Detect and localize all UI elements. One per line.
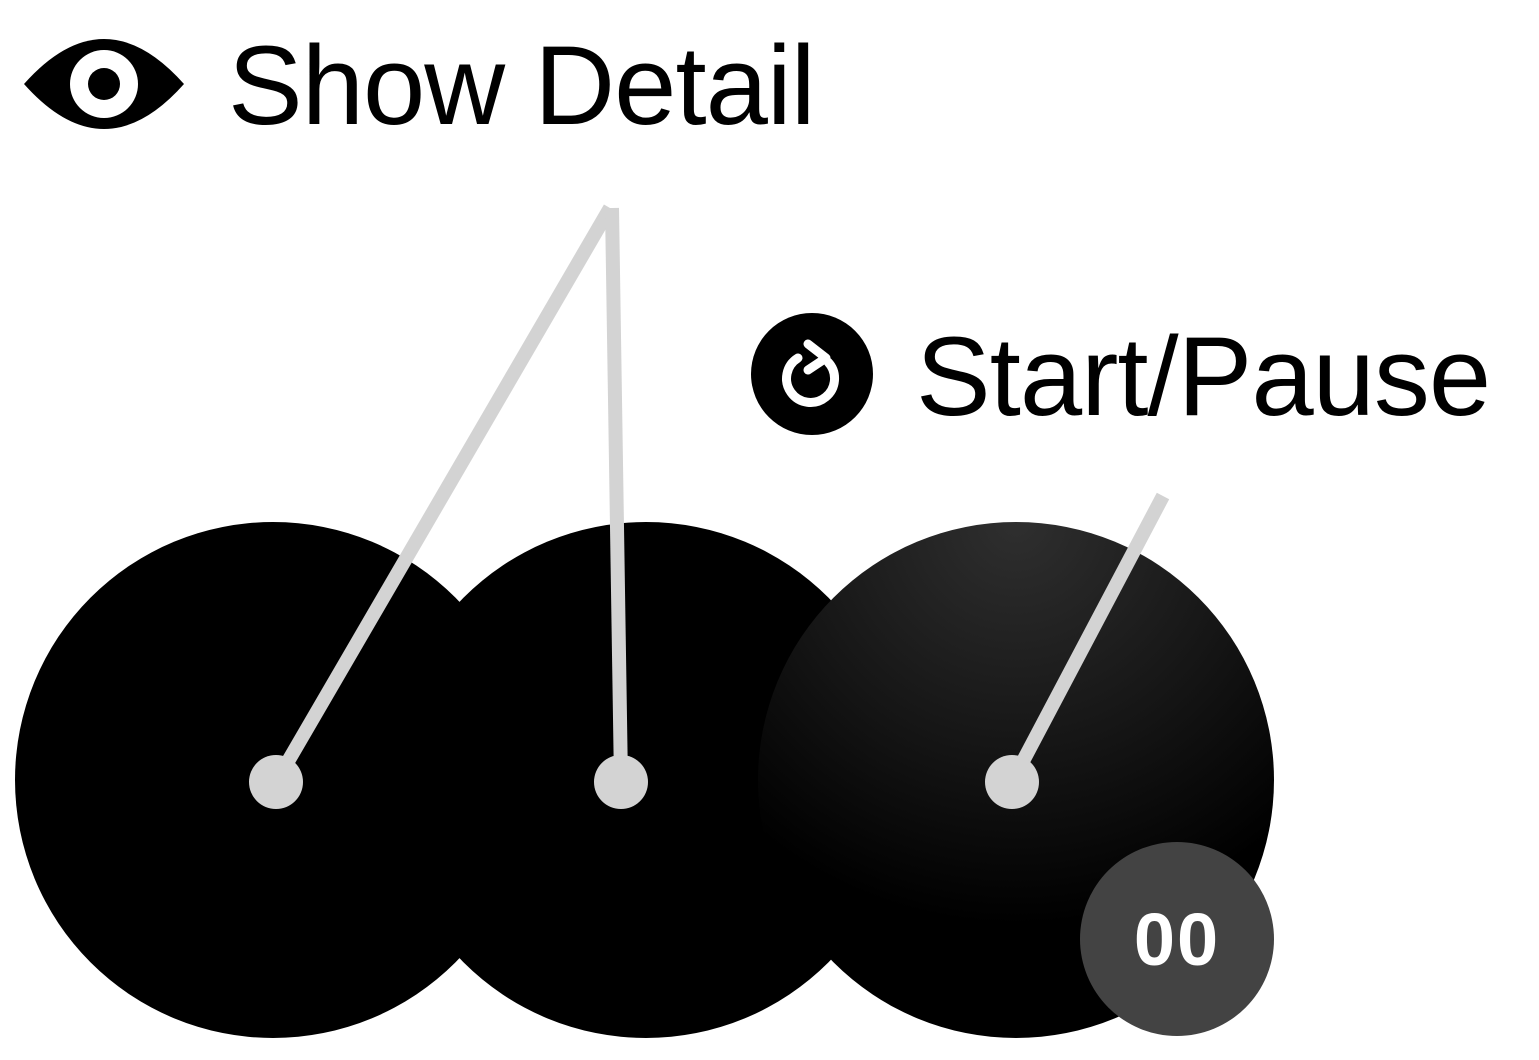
callout-line-left — [269, 204, 617, 786]
counter-badge: 00 — [1080, 842, 1274, 1036]
callout-dot-middle — [594, 755, 648, 809]
rotate-clockwise-icon — [750, 312, 874, 441]
callout-line-right — [1005, 492, 1170, 786]
counter-badge-text: 00 — [1133, 897, 1221, 981]
callout-dot-left — [249, 755, 303, 809]
callout-line-middle — [605, 207, 628, 783]
start-pause-label: Start/Pause — [916, 313, 1491, 439]
start-pause-legend: Start/Pause — [750, 312, 1491, 441]
eye-icon — [22, 32, 186, 141]
callout-dot-right — [985, 755, 1039, 809]
show-detail-label: Show Detail — [228, 23, 816, 148]
show-detail-legend: Show Detail — [22, 23, 816, 148]
